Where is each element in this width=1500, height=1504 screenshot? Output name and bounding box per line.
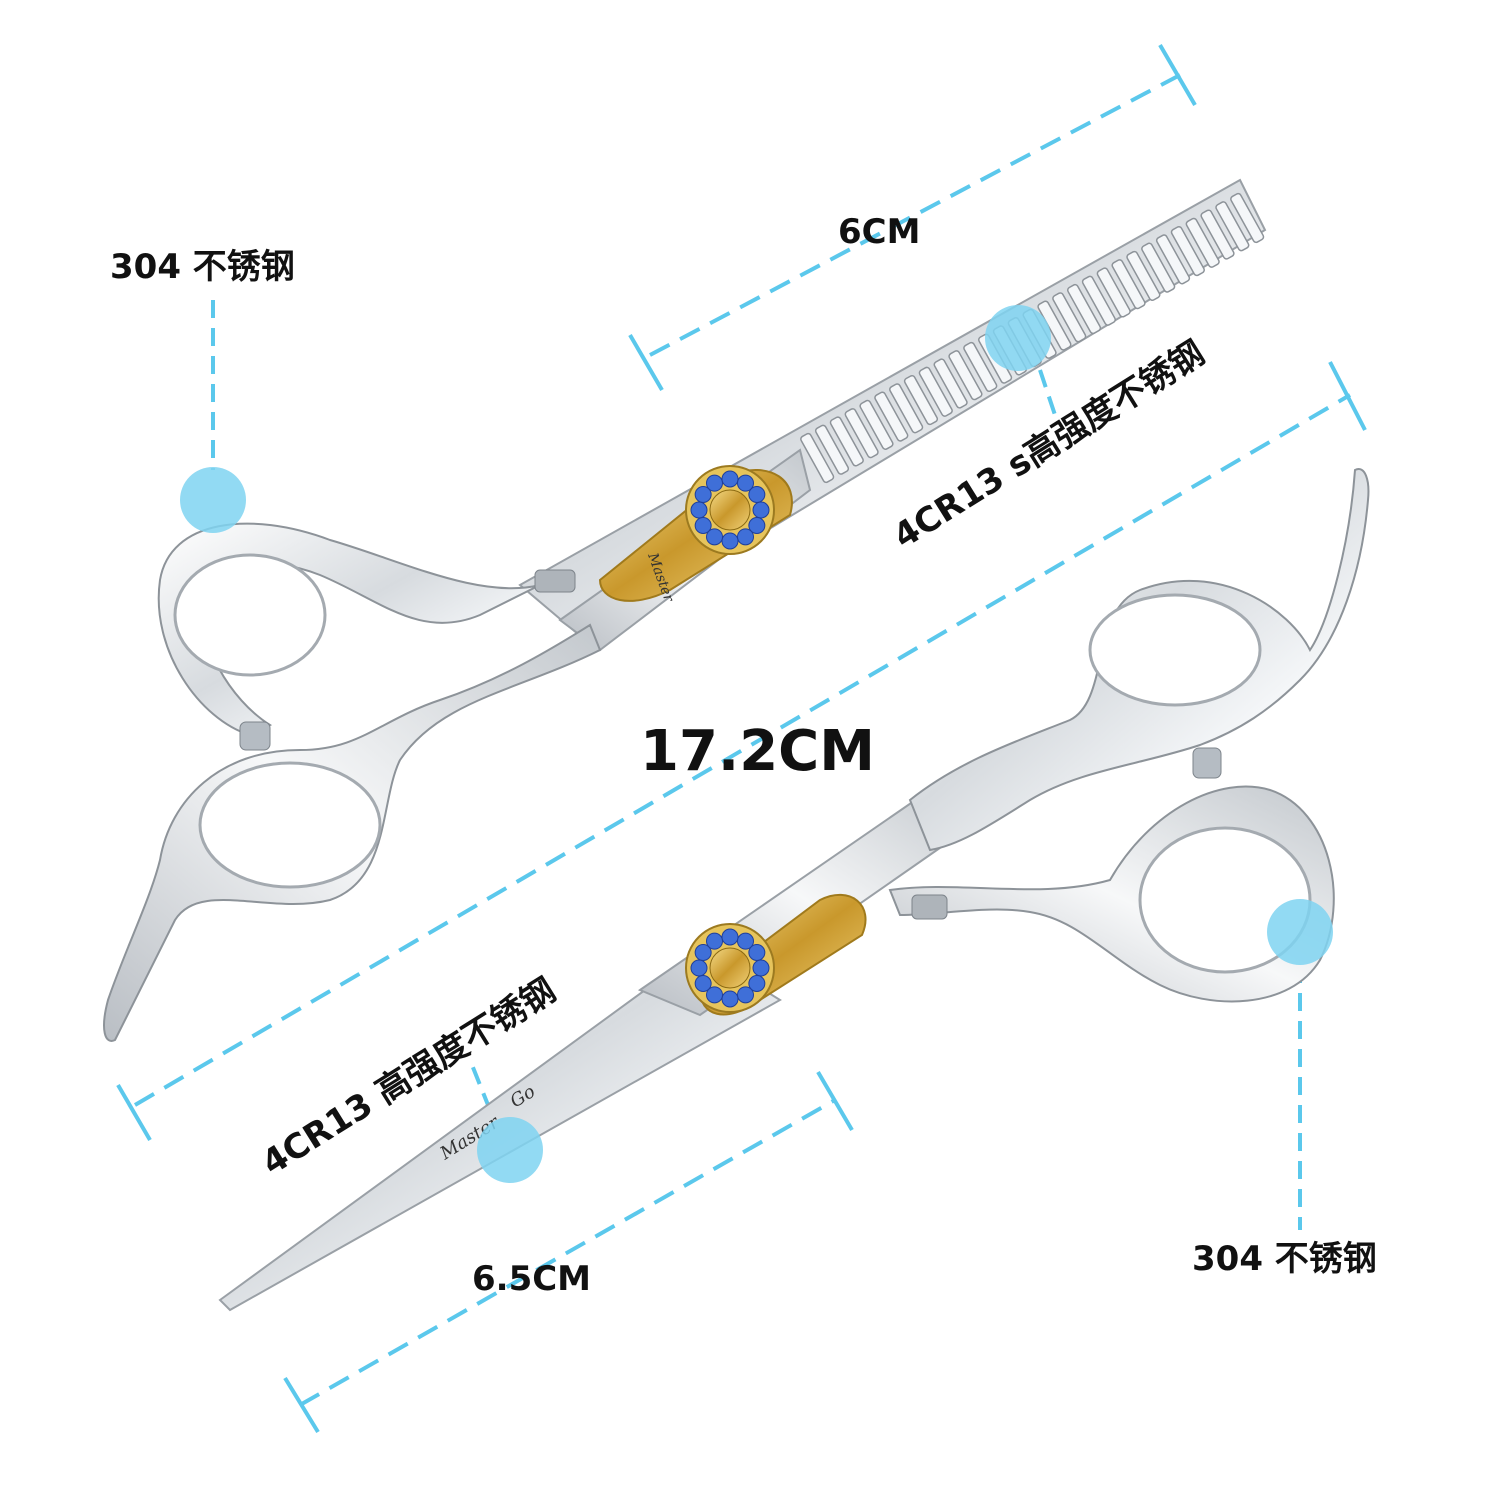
- jewel: [694, 517, 712, 534]
- callout-dot-icon: [985, 305, 1051, 371]
- blade-tooth: [800, 432, 835, 484]
- jewel: [737, 986, 754, 1004]
- blade-tooth: [844, 408, 879, 459]
- callout-dot-icon: [180, 467, 246, 533]
- blade-tooth: [1126, 250, 1161, 301]
- jewel: [748, 486, 766, 503]
- jeweled-screw-icon: [685, 923, 775, 1013]
- jewel: [706, 932, 723, 950]
- jewel: [694, 486, 712, 503]
- top-material-label: 304 不锈钢: [110, 247, 295, 287]
- callout-dot-icon: [477, 1117, 543, 1183]
- blade-tooth: [874, 391, 909, 442]
- blade-tooth: [933, 358, 968, 409]
- blade-tooth: [1141, 242, 1176, 293]
- jewel: [737, 932, 754, 950]
- jewel: [706, 474, 723, 492]
- dimension-lower-blade: [283, 1070, 854, 1434]
- overall-length-label: 17.2CM: [640, 719, 875, 784]
- jewel: [721, 990, 739, 1008]
- jewel: [748, 944, 766, 961]
- dimension-overall: [116, 361, 1367, 1142]
- blade-tooth: [918, 366, 953, 417]
- blade-tooth: [948, 350, 983, 401]
- jewel: [721, 470, 739, 488]
- blade-tooth: [829, 416, 864, 467]
- blade-tooth: [1230, 192, 1265, 244]
- blade-tooth: [903, 374, 939, 426]
- jewel: [737, 528, 754, 546]
- jewel: [752, 501, 770, 519]
- jewel: [706, 528, 723, 546]
- upper-blade-length-label: 6CM: [838, 212, 921, 252]
- blade-tooth: [1111, 259, 1146, 310]
- callout-dots: [180, 305, 1333, 1183]
- blade-tooth: [859, 399, 894, 450]
- jewel: [748, 517, 766, 534]
- callout-dot-icon: [1267, 899, 1333, 965]
- blade-tooth: [1081, 275, 1116, 326]
- blade-tooth: [1170, 226, 1205, 277]
- bottom-material-label: 304 不锈钢: [1192, 1239, 1377, 1279]
- blade-tooth: [889, 383, 924, 434]
- blade-tooth: [1215, 201, 1250, 252]
- blade-tooth: [1052, 292, 1087, 343]
- blade-tooth: [814, 424, 850, 475]
- blade-tooth: [1066, 283, 1102, 335]
- blade-tooth: [963, 341, 998, 393]
- jewel: [706, 986, 723, 1004]
- blade-tooth: [1155, 234, 1191, 285]
- jeweled-screw-icon: [685, 465, 775, 555]
- jewel: [748, 975, 766, 992]
- jewel: [721, 532, 739, 550]
- jewel: [694, 944, 712, 961]
- jewel: [694, 975, 712, 992]
- jewel: [737, 474, 754, 492]
- blade-tooth: [1096, 267, 1131, 318]
- jewel: [721, 928, 739, 946]
- jewel: [690, 959, 708, 977]
- dimension-upper-blade: [628, 43, 1197, 392]
- leader-lines: [211, 300, 1302, 1230]
- lower-blade-length-label: 6.5CM: [472, 1259, 592, 1299]
- jewel: [690, 501, 708, 519]
- blade-tooth: [1185, 217, 1220, 268]
- blade-tooth: [1037, 300, 1072, 351]
- jewel: [752, 959, 770, 977]
- blade-tooth: [1200, 209, 1235, 260]
